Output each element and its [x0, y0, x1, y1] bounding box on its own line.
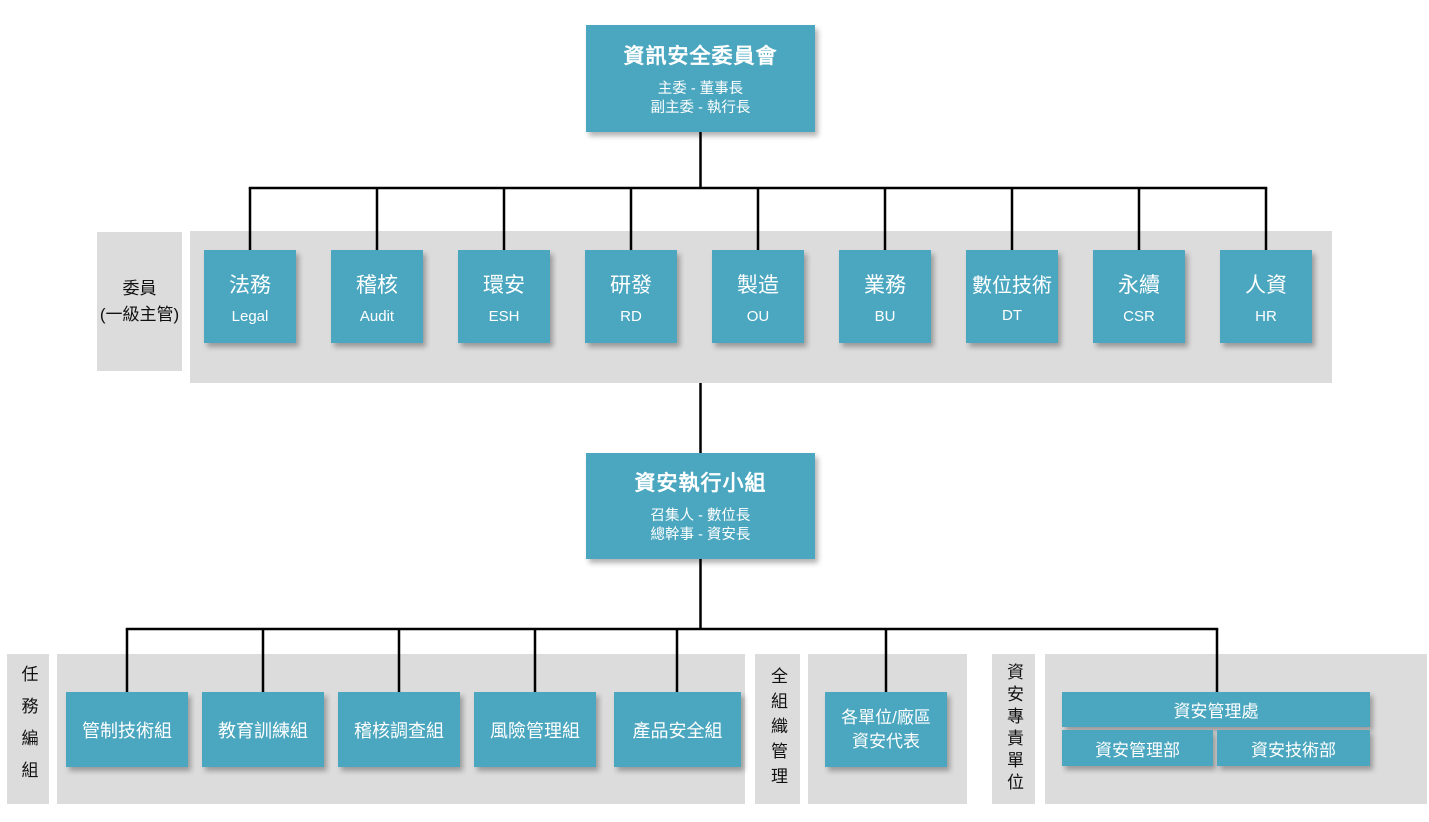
- member-box-dt: 數位技術 DT: [966, 250, 1058, 343]
- executive-secretary-line: 總幹事 - 資安長: [650, 527, 751, 543]
- executive-title: 資安執行小組: [634, 472, 767, 495]
- member-name: 永續: [1118, 273, 1160, 297]
- members-label: 委員 (一級主管): [97, 232, 182, 371]
- member-box-bu: 業務 BU: [839, 250, 931, 343]
- committee-box: 資訊安全委員會 主委 - 董事長 副主委 - 執行長: [586, 25, 815, 132]
- task-box-label: 產品安全組: [632, 720, 723, 741]
- executive-team-box: 資安執行小組 召集人 - 數位長 總幹事 - 資安長: [586, 453, 815, 559]
- security-mgmt-dept-label: 資安管理部: [1095, 740, 1180, 760]
- member-name: 法務: [229, 273, 271, 297]
- member-abbr: HR: [1255, 307, 1277, 325]
- member-name: 製造: [737, 273, 779, 297]
- security-division-label: 資安管理處: [1173, 702, 1259, 721]
- committee-vice-chair-line: 副主委 - 執行長: [650, 99, 751, 116]
- member-abbr: ESH: [488, 307, 520, 325]
- task-box-label: 管制技術組: [82, 720, 172, 741]
- members-label-line2: (一級主管): [99, 304, 180, 324]
- task-group-label: 任務編組: [18, 665, 38, 793]
- task-box-audit-investigation: 稽核調查組: [338, 692, 460, 767]
- unit-reps-line2: 資安代表: [852, 731, 920, 751]
- member-name: 環安: [483, 273, 525, 297]
- member-name: 稽核: [356, 273, 398, 297]
- committee-title: 資訊安全委員會: [623, 44, 778, 68]
- member-abbr: BU: [874, 307, 896, 325]
- task-box-training: 教育訓練組: [202, 692, 324, 767]
- org-wide-label-bar: 全組織管理: [755, 654, 800, 804]
- member-name: 數位技術: [972, 275, 1052, 297]
- dedicated-label-bar: 資安專責單位: [992, 654, 1035, 804]
- security-mgmt-dept-box: 資安管理部: [1062, 730, 1213, 766]
- member-abbr: Legal: [231, 307, 269, 325]
- task-group-label-bar: 任務編組: [7, 654, 49, 804]
- member-box-esh: 環安 ESH: [458, 250, 550, 343]
- member-box-audit: 稽核 Audit: [331, 250, 423, 343]
- member-abbr: CSR: [1123, 307, 1155, 325]
- dedicated-section-bg: [1045, 654, 1427, 804]
- member-box-ou: 製造 OU: [712, 250, 804, 343]
- unit-reps-line1: 各單位/廠區: [841, 707, 931, 727]
- task-box-product-security: 產品安全組: [614, 692, 741, 767]
- member-box-csr: 永續 CSR: [1093, 250, 1185, 343]
- member-abbr: DT: [1002, 307, 1022, 324]
- task-box-risk-management: 風險管理組: [474, 692, 596, 767]
- task-box-control-tech: 管制技術組: [66, 692, 188, 767]
- security-tech-dept-label: 資安技術部: [1251, 740, 1336, 760]
- member-abbr: RD: [620, 307, 642, 325]
- member-abbr: Audit: [359, 307, 395, 325]
- committee-chair-line: 主委 - 董事長: [657, 80, 744, 97]
- dedicated-label: 資安專責單位: [1004, 663, 1023, 795]
- executive-convener-line: 召集人 - 數位長: [650, 508, 751, 524]
- task-box-label: 風險管理組: [490, 720, 580, 741]
- member-name: 人資: [1245, 273, 1287, 297]
- member-box-rd: 研發 RD: [585, 250, 677, 343]
- members-label-line1: 委員: [122, 278, 157, 298]
- task-box-label: 教育訓練組: [218, 720, 308, 741]
- security-division-box: 資安管理處: [1062, 692, 1370, 727]
- task-box-label: 稽核調查組: [354, 720, 444, 741]
- org-wide-label: 全組織管理: [768, 666, 787, 792]
- member-abbr: OU: [746, 307, 770, 325]
- member-box-hr: 人資 HR: [1220, 250, 1312, 343]
- member-box-legal: 法務 Legal: [204, 250, 296, 343]
- member-name: 業務: [864, 273, 906, 297]
- security-tech-dept-box: 資安技術部: [1217, 730, 1370, 766]
- member-name: 研發: [610, 273, 652, 297]
- unit-reps-box: 各單位/廠區 資安代表: [825, 692, 947, 767]
